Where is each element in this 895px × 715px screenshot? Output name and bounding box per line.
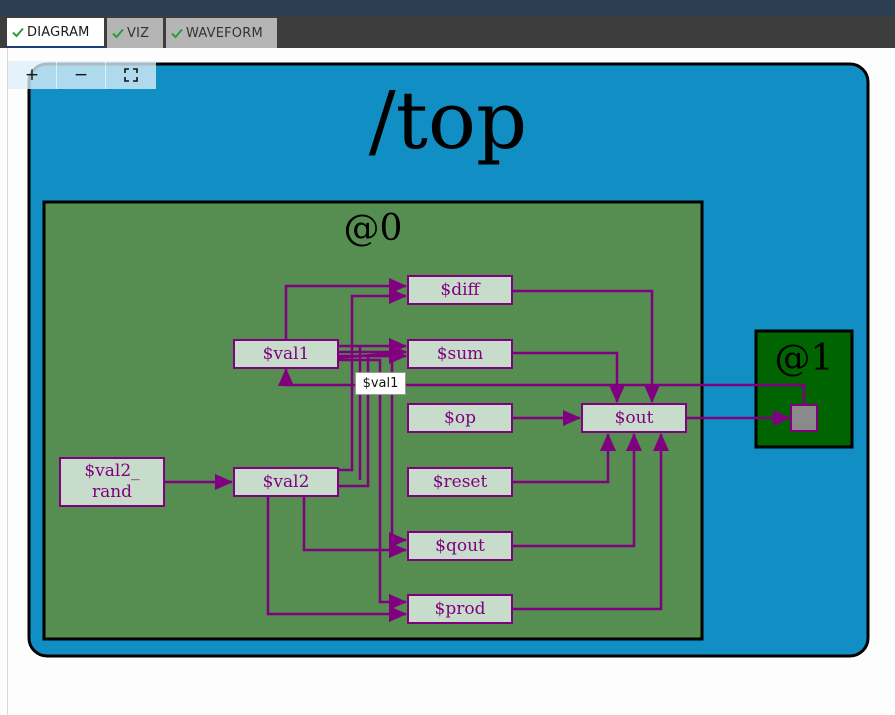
node-qout[interactable]: $qout xyxy=(407,531,513,561)
pipeline-diagram[interactable]: /top @0 @1 xyxy=(0,48,895,715)
window-top-strip xyxy=(0,0,895,16)
svg-text:rand: rand xyxy=(92,482,132,502)
node-reset[interactable]: $reset xyxy=(407,467,513,497)
checkmark-icon xyxy=(171,28,183,39)
tab-label: DIAGRAM xyxy=(27,24,90,40)
zoom-controls: + − xyxy=(8,61,156,89)
wires xyxy=(164,278,806,622)
node-diff[interactable]: $diff xyxy=(407,275,513,305)
zoom-out-button[interactable]: − xyxy=(57,61,106,89)
node-val2-rand[interactable]: $val2_ rand xyxy=(59,457,165,507)
node-val1[interactable]: $val1 xyxy=(233,339,339,369)
top-label: /top xyxy=(369,74,527,167)
svg-text:$prod: $prod xyxy=(435,599,486,619)
node-sum[interactable]: $sum xyxy=(407,339,513,369)
stage0-label: @0 xyxy=(344,208,403,249)
svg-text:$diff: $diff xyxy=(440,280,481,300)
tab-diagram[interactable]: DIAGRAM xyxy=(7,18,104,48)
checkmark-icon xyxy=(12,27,24,38)
signal-tooltip: $val1 xyxy=(355,372,406,395)
svg-text:$out: $out xyxy=(615,408,654,428)
node-val2[interactable]: $val2 xyxy=(233,467,339,497)
svg-text:$qout: $qout xyxy=(435,536,485,556)
svg-text:$op: $op xyxy=(444,408,476,428)
svg-text:$val2_: $val2_ xyxy=(84,461,140,481)
panel-left-edge xyxy=(0,48,8,715)
node-prod[interactable]: $prod xyxy=(407,594,513,624)
node-out[interactable]: $out xyxy=(581,403,687,433)
zoom-in-button[interactable]: + xyxy=(8,61,57,89)
expand-icon xyxy=(123,68,138,82)
svg-text:$val2: $val2 xyxy=(263,472,310,492)
tab-label: WAVEFORM xyxy=(186,25,263,41)
tab-waveform[interactable]: WAVEFORM xyxy=(166,18,277,48)
tab-bar: DIAGRAM VIZ WAVEFORM xyxy=(0,16,895,48)
checkmark-icon xyxy=(112,28,124,39)
svg-text:$reset: $reset xyxy=(433,472,488,492)
tab-viz[interactable]: VIZ xyxy=(107,18,163,48)
stage1-flop[interactable] xyxy=(790,404,818,432)
stage1-label: @1 xyxy=(775,338,834,379)
node-op[interactable]: $op xyxy=(407,403,513,433)
svg-text:$val1: $val1 xyxy=(263,344,310,364)
fit-view-icon[interactable] xyxy=(106,61,155,89)
svg-text:$sum: $sum xyxy=(437,344,484,364)
tab-label: VIZ xyxy=(127,25,150,41)
